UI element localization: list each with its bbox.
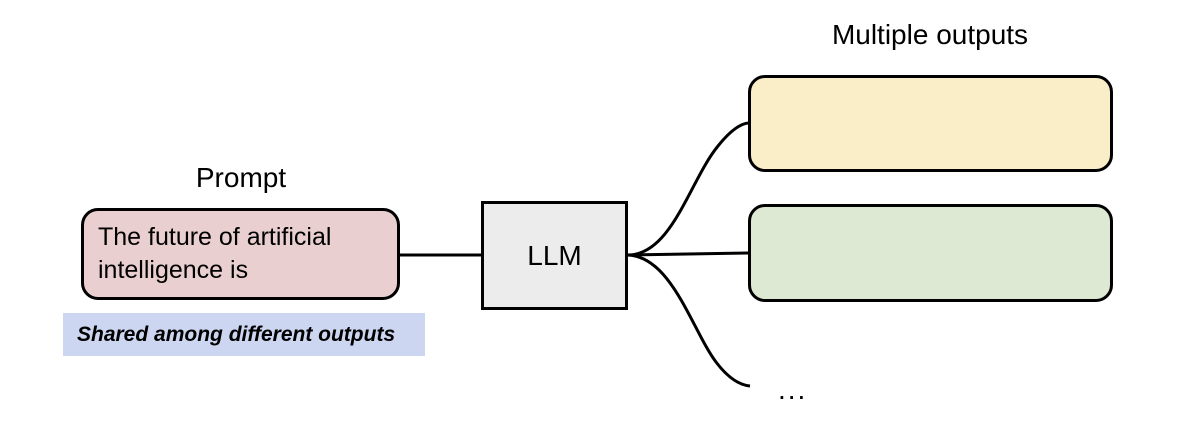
llm-label: LLM (527, 239, 582, 271)
output-box-1[interactable] (748, 75, 1113, 172)
connector-llm-to-output-2 (627, 251, 749, 257)
shared-note-text: Shared among different outputs (77, 322, 396, 346)
prompt-text: The future of artificial intelligence is (98, 223, 332, 284)
shared-note-highlight: Shared among different outputs (63, 313, 425, 356)
outputs-heading: Multiple outputs (831, 19, 1029, 50)
prompt-box[interactable]: The future of artificial intelligence is (81, 208, 400, 300)
llm-box[interactable]: LLM (481, 201, 628, 310)
connector-llm-to-output-1 (627, 121, 749, 257)
more-outputs-ellipsis: ... (778, 374, 808, 405)
output-box-2[interactable] (748, 204, 1113, 302)
prompt-heading: Prompt (195, 162, 287, 193)
connector-llm-to-more (627, 253, 751, 388)
